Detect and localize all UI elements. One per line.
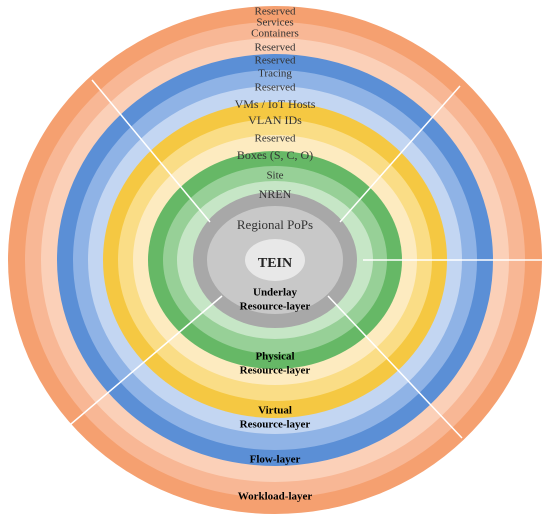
divider-upper-left: [91, 79, 211, 223]
ring-label-4: Reserved: [255, 42, 296, 54]
core-label: TEIN: [258, 256, 292, 271]
rings: [8, 6, 542, 514]
layer-label-5: Workload-layer: [238, 491, 313, 503]
layer-label-line1: Physical: [255, 351, 294, 363]
ring-label-12: Site: [266, 170, 283, 182]
ring-label-2: Services: [256, 17, 293, 29]
ring-label-10: Reserved: [255, 133, 296, 145]
divider-lower-left: [37, 295, 223, 453]
layer-label-line1: Flow-layer: [250, 454, 301, 466]
layer-label-line1: Virtual: [258, 405, 292, 417]
ring-15: [245, 239, 305, 281]
ring-label-11: Boxes (S, C, O): [237, 148, 313, 162]
layer-labels: UnderlayResource-layerPhysicalResource-l…: [238, 287, 313, 503]
divider-upper-right: [339, 85, 461, 223]
ring-label-1: Reserved: [255, 6, 296, 18]
ring-label-14: Regional PoPs: [237, 217, 313, 232]
layer-label-4: Flow-layer: [250, 454, 301, 466]
divider-lower-right: [327, 295, 463, 439]
layer-label-line1: Underlay: [253, 287, 298, 299]
ring-labels: ReservedServicesContainersReservedReserv…: [235, 6, 316, 272]
sector-dividers: [37, 79, 542, 453]
ring-label-8: VMs / IoT Hosts: [235, 97, 316, 111]
ring-label-5: Reserved: [255, 55, 296, 67]
ring-label-6: Tracing: [258, 68, 292, 80]
layer-label-line1: Workload-layer: [238, 491, 313, 503]
ring-label-9: VLAN IDs: [248, 113, 302, 127]
layer-label-line2: Resource-layer: [240, 419, 311, 431]
layer-label-line2: Resource-layer: [240, 301, 311, 313]
ring-label-3: Containers: [251, 28, 299, 40]
layer-label-line2: Resource-layer: [240, 365, 311, 377]
ring-label-13: NREN: [259, 187, 292, 201]
ring-label-7: Reserved: [255, 82, 296, 94]
